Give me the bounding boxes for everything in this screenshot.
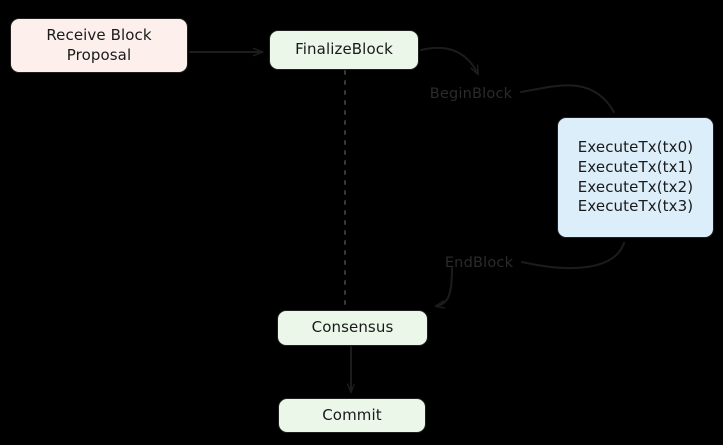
- edge-finalize-to-beginblock: [420, 46, 478, 74]
- edge-executetx-to-endblock: [521, 242, 625, 269]
- receive-block-proposal-node[interactable]: Receive Block Proposal: [10, 18, 188, 73]
- commit-label: Commit: [322, 405, 382, 424]
- execute-tx-label-line-1: ExecuteTx(tx0): [577, 137, 694, 156]
- consensus-label: Consensus: [311, 318, 394, 337]
- execute-tx-label-line-2: ExecuteTx(tx1): [577, 157, 694, 176]
- end-block-edge-label: EndBlock: [444, 255, 514, 271]
- execute-tx-label-line-4: ExecuteTx(tx3): [577, 197, 694, 216]
- receive-block-proposal-label-line-2: Proposal: [66, 45, 132, 64]
- execute-tx-label-line-3: ExecuteTx(tx2): [577, 177, 694, 196]
- finalize-block-label: FinalizeBlock: [295, 40, 393, 59]
- commit-node[interactable]: Commit: [278, 398, 426, 433]
- edge-beginblock-to-executetx: [520, 84, 615, 113]
- finalize-block-node[interactable]: FinalizeBlock: [269, 30, 419, 70]
- begin-block-edge-label: BeginBlock: [429, 86, 513, 102]
- consensus-node[interactable]: Consensus: [277, 310, 428, 346]
- receive-block-proposal-label-line-1: Receive Block: [46, 25, 152, 44]
- execute-tx-node[interactable]: ExecuteTx(tx0) ExecuteTx(tx1) ExecuteTx(…: [557, 117, 714, 238]
- edge-endblock-to-consensus: [436, 267, 453, 306]
